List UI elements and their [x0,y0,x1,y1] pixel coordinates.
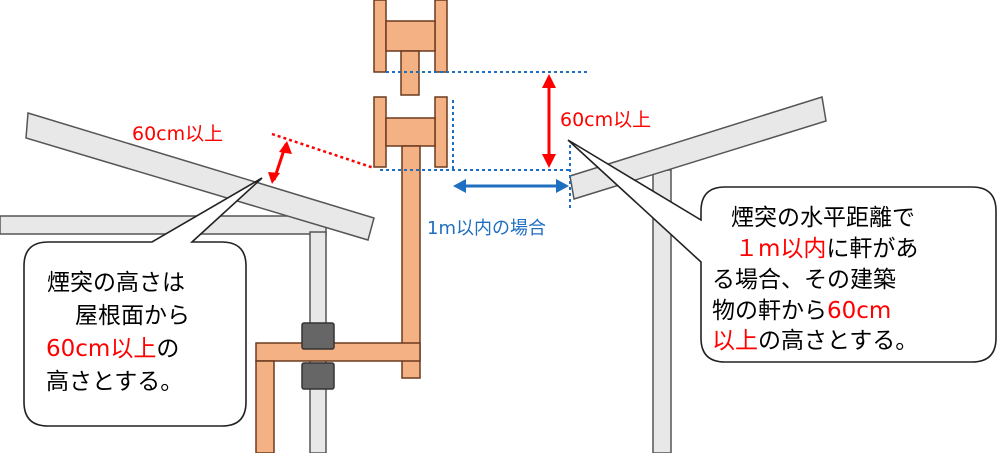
chimney-horizontal-pipe [255,342,421,362]
eave-guide-lines [380,71,588,210]
left-callout-line-3: 60cm以上の [46,336,179,362]
right-callout-line-3: る場合、その建築 [712,267,896,293]
roof-clearance-arrowhead-bottom [268,172,280,184]
right-roof [569,96,827,200]
right-callout-line-2: １m以内に軒があ [735,236,918,262]
eave-clearance-arrowhead-top [542,74,556,88]
right-callout-line-5: 以上の高さとする。 [712,328,918,354]
wall-joint-lower [301,362,335,390]
right-callout: 煙突の水平距離で １m以内に軒があ る場合、その建築 物の軒から60cm 以上の… [567,139,997,363]
horizontal-distance-arrowhead-right [556,179,569,193]
roof-clearance-label: 60cm以上 [132,123,223,145]
left-callout-line-1: 煙突の高さは [47,270,185,296]
left-callout-highlight: 60cm以上 [46,336,156,362]
horizontal-distance-label: 1m以内の場合 [427,218,546,239]
roof-clearance-arrowhead-top [279,141,292,154]
left-callout: 煙突の高さは 屋根面から 60cm以上の 高さとする。 [23,177,263,427]
right-building-frame [569,96,827,454]
left-roof [25,112,375,241]
chimney-top-right-flange [434,0,448,73]
roof-clearance-dimension: 60cm以上 [132,123,375,184]
right-callout-line-4-start: 物の軒から [712,298,827,324]
left-building-frame [0,215,327,454]
left-callout-bubble [23,177,263,427]
right-callout-line-1: 煙突の水平距離で [731,205,915,231]
chimney-cap-right-flange [434,96,448,168]
chimney-cap-body [385,117,436,147]
eave-clearance-arrowhead-bottom [542,154,556,168]
right-callout-bubble [567,139,997,363]
chimney-top-left-flange [373,0,387,73]
chimney-cap-left-flange [373,96,387,168]
wall-joint-upper [301,322,335,350]
left-callout-line-4: 高さとする。 [46,369,183,395]
left-callout-line-2: 屋根面から [75,303,190,329]
right-callout-above-highlight: 以上 [712,328,758,354]
right-callout-height-highlight: 60cm [827,298,891,324]
chimney-assembly [255,0,448,454]
horizontal-distance-arrowhead-left [453,179,466,193]
horizontal-distance-dimension: 1m以内の場合 [427,179,569,239]
eave-clearance-label: 60cm以上 [560,109,651,131]
right-callout-line-5-rest: の高さとする。 [758,328,918,354]
right-callout-distance-highlight: １m以内 [735,236,826,262]
left-frame-beam [0,215,327,235]
right-callout-line-4: 物の軒から60cm [712,298,891,324]
chimney-lower-pipe [255,360,275,454]
chimney-top-cap-body [385,20,436,52]
left-callout-line-3-rest: の [156,336,179,362]
right-callout-line-2-rest: に軒があ [826,236,918,262]
eave-clearance-dimension: 60cm以上 [542,74,651,168]
wall-joints [301,322,335,390]
chimney-vertical-pipe [401,145,421,379]
